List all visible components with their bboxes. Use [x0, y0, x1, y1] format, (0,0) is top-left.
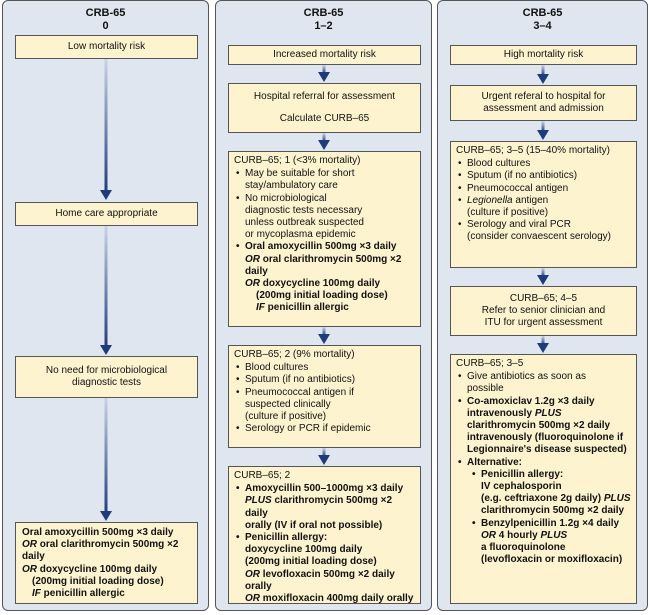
- list-item: OR oral clarithromycin 500mg ×2 daily: [245, 253, 402, 277]
- curb65-3-5-treatment-box: CURB–65; 3–5 Give antibiotics as soon as…: [450, 354, 637, 604]
- list-item: Oral amoxycillin 500mg ×3 daily: [234, 241, 415, 253]
- low-risk-box: Low mortality risk: [15, 35, 198, 59]
- list-item: (200mg initial loading dose): [245, 556, 377, 568]
- list-item: OR 4 hourly PLUS: [481, 529, 568, 541]
- header-label: CRB-65: [522, 7, 563, 19]
- referral-line: ITU for urgent assessment: [484, 317, 603, 329]
- list-item: Sputum (if no antibiotics): [234, 374, 415, 386]
- list-item: Legionnaire's disease suspected): [467, 444, 627, 456]
- list-item: OR doxycycline 100mg daily: [245, 278, 381, 290]
- box-title: CURB–65; 3–5 (15–40% mortality): [456, 145, 610, 156]
- calculate-curb65-label: Calculate CURB–65: [279, 112, 370, 124]
- list-item: doxycycline 100mg daily: [245, 544, 363, 556]
- box-title: CURB–65; 4–5: [509, 292, 578, 304]
- list-item: Amoxycillin 500–1000mg ×3 daily: [234, 483, 415, 495]
- risk-label: High mortality risk: [503, 48, 584, 60]
- list-item: OR moxifloxacin 400mg daily orally: [245, 593, 414, 605]
- urgent-referral-box: Urgent referal to hospital for assessmen…: [450, 85, 637, 121]
- list-item: orally (IV if oral not possible): [245, 519, 383, 531]
- urgent-line: Urgent referal to hospital for: [481, 90, 606, 102]
- header-label: CRB-65: [85, 7, 126, 19]
- column-crb65-3-4: CRB-65 3–4 High mortality risk Urgent re…: [437, 0, 648, 611]
- header-score: 0: [102, 20, 109, 32]
- list-item: unless outbreak suspected: [245, 217, 364, 229]
- list-item: (consider convaescent serology): [467, 231, 611, 243]
- list-item: May be suitable for short: [234, 168, 415, 180]
- list-item: clarithromycin 500mg ×2 daily: [467, 420, 611, 432]
- urgent-line: assessment and admission: [483, 103, 604, 114]
- list-item: possible: [467, 383, 504, 395]
- list-item: (levofloxacin or moxifloxacin): [481, 554, 623, 566]
- header-score: 3–4: [533, 20, 552, 32]
- list-item: diagnostic tests necessary: [245, 204, 363, 216]
- home-care-label: Home care appropriate: [55, 207, 158, 219]
- list-item: Serology or PCR if epidemic: [234, 423, 415, 435]
- list-item: suspected clinically: [245, 398, 331, 410]
- no-micro-label: No need for microbiological diagnostic t…: [45, 364, 168, 388]
- column-crb65-1-2: CRB-65 1–2 Increased mortality risk Hosp…: [215, 0, 432, 611]
- box-title: CURB–65; 3–5: [456, 358, 524, 369]
- hospital-referral-box: Hospital referral for assessment Calcula…: [228, 83, 421, 133]
- oral-treatment-box: Oral amoxycillin 500mg ×3 daily OR oral …: [15, 522, 198, 604]
- curb65-2-treatment-box: CURB–65; 2 Amoxycillin 500–1000mg ×3 dai…: [228, 466, 421, 604]
- treatment-line: IF penicillin allergic: [32, 588, 125, 600]
- list-item: Legionella antigen: [456, 195, 631, 207]
- column-header: CRB-65 3–4: [438, 7, 647, 33]
- referral-label: Hospital referral for assessment: [253, 91, 396, 103]
- list-item: PLUS clarithromycin 500mg ×2 daily: [245, 495, 393, 519]
- treatment-line: Oral amoxycillin 500mg ×3 daily: [22, 527, 174, 538]
- curb65-4-5-box: CURB–65; 4–5 Refer to senior clinician a…: [450, 286, 637, 336]
- increased-risk-box: Increased mortality risk: [228, 45, 421, 65]
- list-item: stay/ambulatory care: [245, 180, 338, 192]
- risk-label: Low mortality risk: [67, 40, 146, 52]
- list-item: Penicillin allergy:: [234, 532, 415, 544]
- list-item: Pneumococcal antigen: [456, 183, 631, 195]
- list-item: IV cephalosporin: [481, 481, 562, 493]
- referral-line: Refer to senior clinician and: [481, 304, 606, 316]
- header-score: 1–2: [314, 20, 333, 32]
- list-item: Blood cultures: [456, 158, 631, 170]
- column-header: CRB-65 0: [3, 7, 208, 33]
- list-item: intravenously PLUS: [467, 407, 562, 419]
- list-item: Sputum (if no antibiotics): [456, 170, 631, 182]
- list-item: Give antibiotics as soon as: [456, 371, 631, 383]
- box-title: CURB–65; 2 (9% mortality): [234, 349, 355, 360]
- list-item: or mycoplasma epidemic: [245, 229, 356, 241]
- curb65-2-tests-box: CURB–65; 2 (9% mortality) Blood cultures…: [228, 345, 421, 448]
- box-title: CURB–65; 1 (<3% mortality): [234, 155, 361, 166]
- treatment-line: OR oral clarithromycin 500mg ×2 daily: [22, 539, 179, 563]
- list-item: clarithromycin 500mg ×2 daily: [481, 505, 625, 517]
- list-item: Alternative:: [456, 457, 631, 469]
- list-item: (culture if positive): [467, 207, 549, 219]
- list-item: a fluoroquinolone: [481, 542, 566, 554]
- list-item: Serology and viral PCR: [456, 219, 631, 231]
- list-item: Penicillin allergy:: [470, 469, 631, 481]
- list-item: Benzylpenicillin 1.2g ×4 daily: [470, 518, 631, 530]
- no-micro-tests-box: No need for microbiological diagnostic t…: [15, 356, 198, 398]
- list-item: IF penicillin allergic: [256, 302, 349, 314]
- curb65-1-box: CURB–65; 1 (<3% mortality) May be suitab…: [228, 151, 421, 327]
- treatment-line: OR doxycycline 100mg daily: [22, 563, 158, 575]
- list-item: (culture if positive): [245, 411, 327, 423]
- column-crb65-0: CRB-65 0 Low mortality risk Home care ap…: [2, 0, 209, 611]
- list-item: Co-amoxiclav 1.2g ×3 daily: [456, 396, 631, 408]
- list-item: OR levofloxacin 500mg ×2 daily orally: [245, 568, 395, 592]
- column-header: CRB-65 1–2: [216, 7, 431, 33]
- treatment-line: (200mg initial loading dose): [32, 575, 164, 587]
- curb65-3-5-tests-box: CURB–65; 3–5 (15–40% mortality) Blood cu…: [450, 141, 637, 268]
- box-title: CURB–65; 2: [234, 470, 291, 481]
- list-item: Blood cultures: [234, 362, 415, 374]
- header-label: CRB-65: [303, 7, 344, 19]
- list-item: Pneumococcal antigen if: [234, 387, 415, 399]
- list-item: intravenously (fluoroquinolone if: [467, 432, 624, 444]
- list-item: No microbiological: [234, 193, 415, 205]
- high-risk-box: High mortality risk: [450, 45, 637, 65]
- list-item: (e.g. ceftriaxone 2g daily) PLUS: [481, 493, 631, 505]
- home-care-box: Home care appropriate: [15, 202, 198, 226]
- risk-label: Increased mortality risk: [273, 48, 376, 60]
- list-item: (200mg initial loading dose): [256, 290, 388, 302]
